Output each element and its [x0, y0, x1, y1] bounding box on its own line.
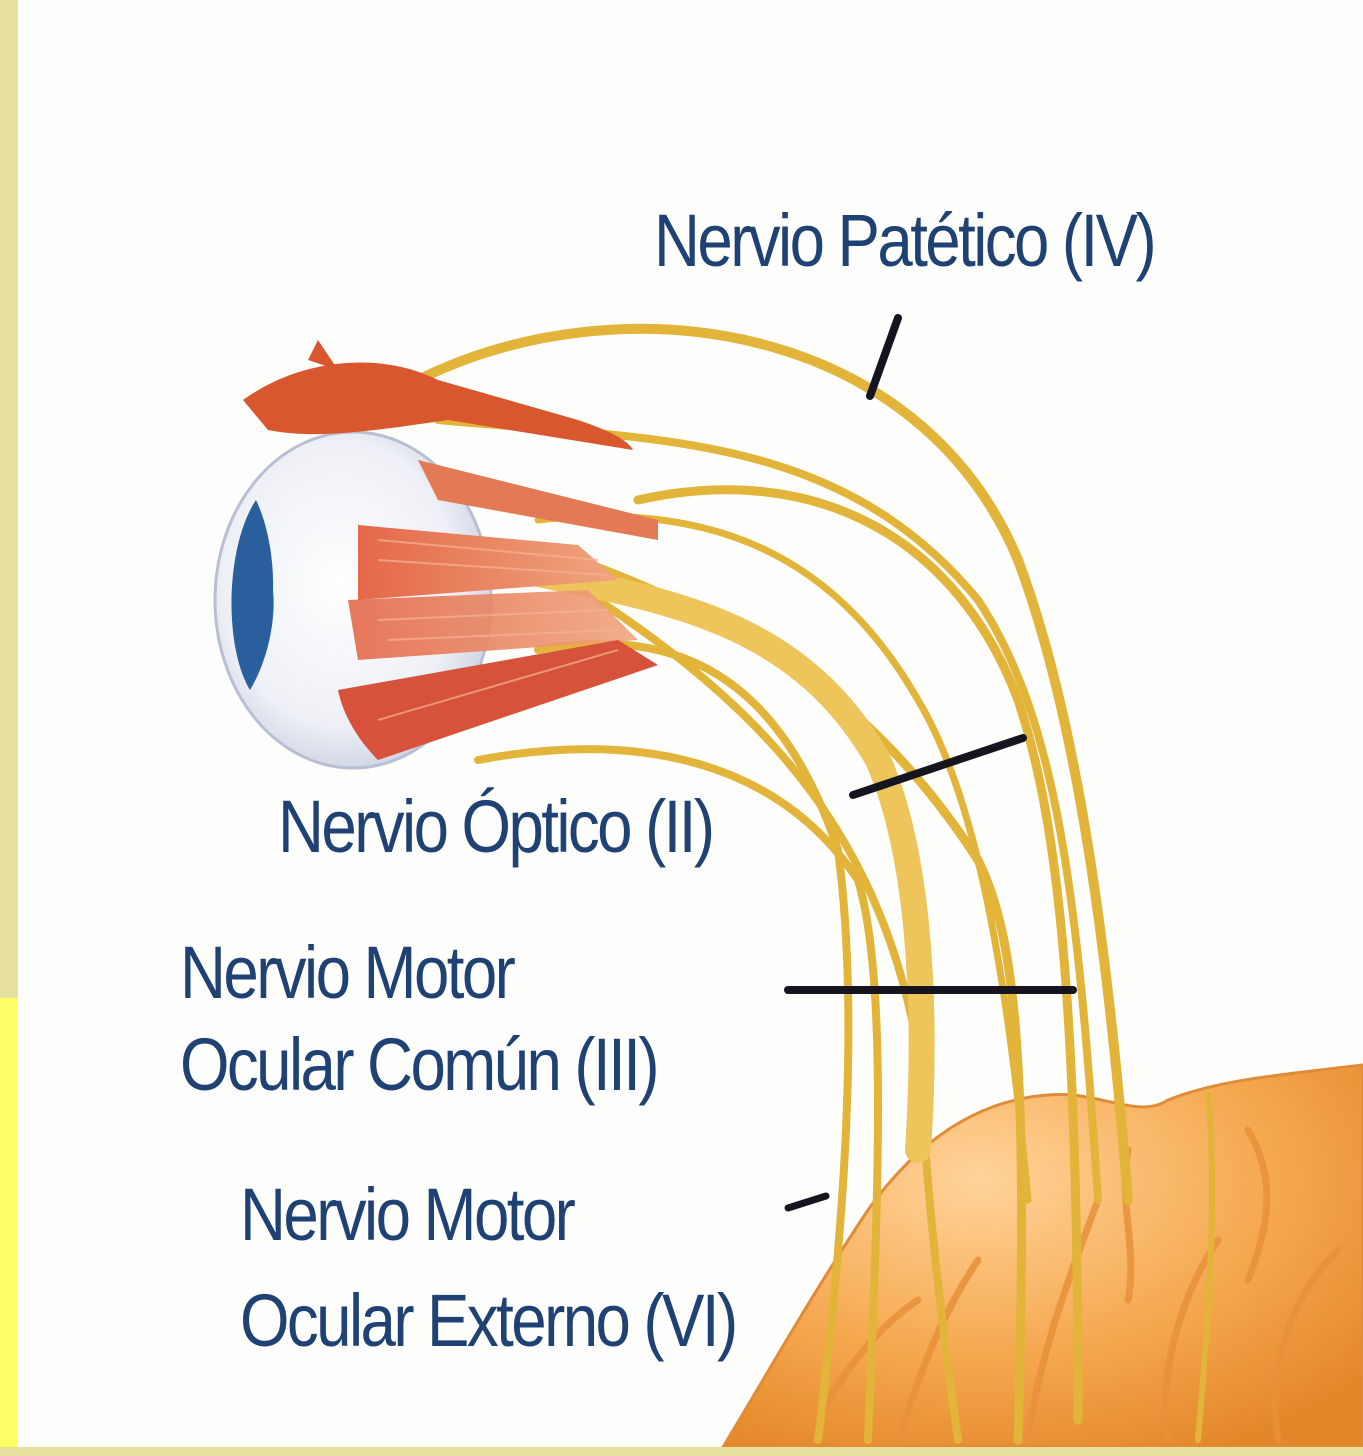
- frame-bottom: [0, 1447, 1363, 1456]
- frame-left-top: [0, 0, 18, 998]
- label-trochlear-nerve: Nervio Patético (IV): [654, 196, 1154, 286]
- brain-shape: [723, 1065, 1363, 1447]
- label-oculomotor-nerve-line2: Ocular Común (III): [180, 1020, 657, 1110]
- diagram-canvas: Nervio Patético (IV) Nervio Óptico (II) …: [18, 0, 1363, 1447]
- label-abducens-nerve-line1: Nervio Motor: [240, 1170, 573, 1260]
- abducens-leader: [788, 1196, 826, 1208]
- label-optic-nerve: Nervio Óptico (II): [278, 782, 713, 872]
- trochlear-leader: [870, 318, 898, 396]
- label-oculomotor-nerve-line1: Nervio Motor: [180, 928, 513, 1018]
- label-abducens-nerve-line2: Ocular Externo (VI): [240, 1276, 736, 1366]
- frame-left-bottom: [0, 998, 18, 1456]
